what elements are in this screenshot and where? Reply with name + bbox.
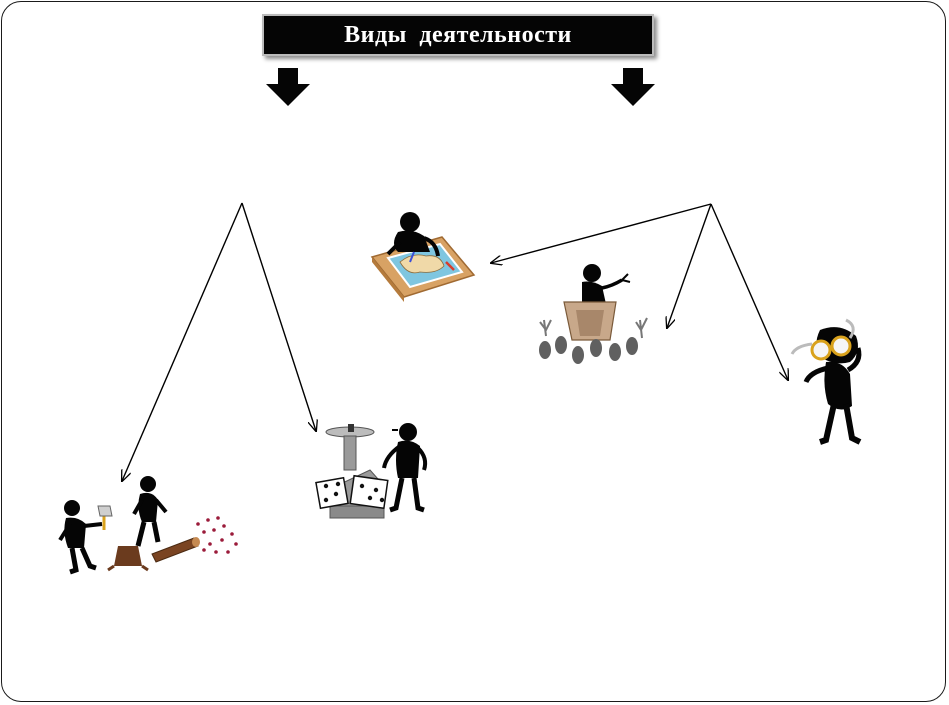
down-arrow-right-icon bbox=[611, 68, 655, 106]
thinking-person-with-glasses-illustration bbox=[790, 318, 862, 445]
wood-chips bbox=[196, 516, 238, 554]
arrow-to-woodcutters bbox=[122, 202, 243, 481]
speaker-at-podium-illustration bbox=[539, 264, 648, 364]
right-branch bbox=[491, 203, 788, 380]
scale-and-dice-illustration bbox=[315, 423, 428, 519]
page-title: Виды деятельности bbox=[344, 21, 572, 48]
woodcutters-illustration bbox=[58, 476, 238, 575]
arrow-to-scale bbox=[241, 202, 316, 431]
arrow-to-thinker bbox=[710, 203, 788, 380]
left-branch bbox=[122, 202, 316, 481]
arrow-to-speaker bbox=[667, 203, 712, 328]
title-banner: Виды деятельности bbox=[262, 14, 654, 56]
arrow-to-map-drawing bbox=[491, 203, 712, 263]
map-drawing-illustration bbox=[370, 212, 476, 302]
down-arrow-left-icon bbox=[266, 68, 310, 106]
